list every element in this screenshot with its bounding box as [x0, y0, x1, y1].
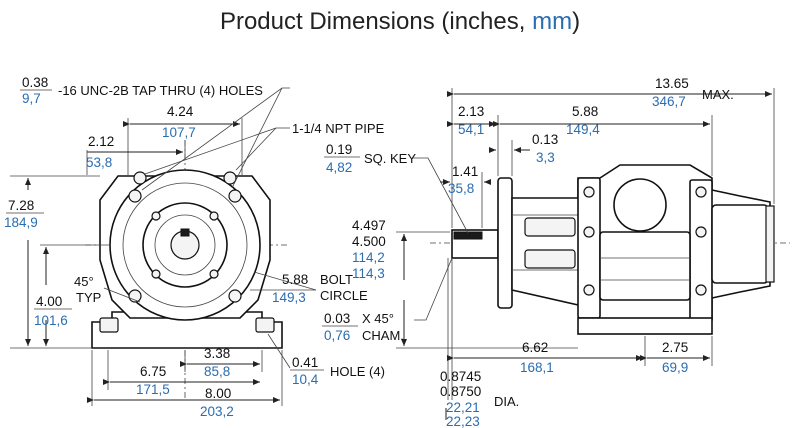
npt-label: 1-1/4 NPT PIPE [292, 121, 385, 136]
d675-in: 6.75 [140, 364, 166, 379]
side-port [613, 178, 667, 232]
bolt-in: 5.88 [282, 272, 308, 287]
d800-mm: 203,2 [200, 404, 234, 419]
mount-flange [497, 177, 513, 309]
d662-in: 6.62 [522, 340, 548, 355]
d588-mm: 149,4 [566, 122, 600, 137]
foot-hole-left [99, 317, 119, 333]
d275-mm: 69,9 [662, 360, 688, 375]
page-title: Product Dimensions (inches, mm) [219, 8, 581, 35]
d662-mm: 168,1 [520, 360, 554, 375]
shaft-in-1: 4.497 [352, 218, 386, 233]
d275-in: 2.75 [662, 340, 688, 355]
bolt-hole-4 [228, 289, 242, 303]
dia-mm-1: 22,21 [446, 400, 480, 415]
max-in: 13.65 [655, 76, 689, 91]
d338-in: 3.38 [204, 346, 230, 361]
d400-mm: 101,6 [34, 313, 68, 328]
bolt-hole-2 [228, 189, 242, 203]
d213-in: 2.13 [458, 104, 484, 119]
d212-in: 2.12 [88, 134, 114, 149]
key-label: SQ. KEY [364, 151, 416, 166]
d213-mm: 54,1 [458, 122, 484, 137]
title-mm: mm [532, 8, 573, 35]
tap-in: 0.38 [22, 75, 48, 90]
cham-mm: 0,76 [324, 328, 350, 343]
cham-in: 0.03 [324, 311, 350, 326]
d728-in: 7.28 [8, 198, 34, 213]
d013-mm: 3,3 [536, 150, 555, 165]
key-mm: 4,82 [326, 160, 352, 175]
d013-in: 0.13 [532, 132, 558, 147]
max-label: MAX. [702, 87, 734, 102]
d800-in: 8.00 [205, 386, 231, 401]
side-base [577, 317, 713, 335]
d424-mm: 107,7 [162, 125, 196, 140]
key-in: 0.19 [326, 142, 352, 157]
typ-label: TYP [76, 290, 101, 305]
d212-mm: 53,8 [86, 155, 112, 170]
max-mm: 346,7 [652, 94, 686, 109]
d728-mm: 184,9 [4, 215, 38, 230]
dia-label: DIA. [494, 394, 519, 409]
bolt-label-2: CIRCLE [320, 288, 368, 303]
front-view: 0.38 9,7 -16 UNC-2B TAP THRU (4) HOLES 4… [4, 75, 385, 419]
d400-in: 4.00 [36, 294, 62, 309]
d338-mm: 85,8 [204, 364, 230, 379]
shaft-mm-1: 114,2 [352, 250, 385, 265]
typ-angle: 45° [74, 274, 94, 289]
bolt-label-1: BOLT [320, 272, 353, 287]
shaft-key [453, 231, 483, 240]
bolt-hole-1 [128, 189, 142, 203]
cham-angle: X 45° [362, 311, 394, 326]
d675-mm: 171,5 [136, 382, 170, 397]
dia-in-1: 0.8745 [440, 369, 481, 384]
bolt-mm: 149,3 [272, 290, 306, 305]
cham-label: CHAM. [362, 328, 404, 343]
d141-mm: 35,8 [448, 181, 474, 196]
tap-mm: 9,7 [22, 91, 41, 106]
tap-label: -16 UNC-2B TAP THRU (4) HOLES [58, 83, 263, 98]
d141-in: 1.41 [452, 164, 478, 179]
shaft-mm-2: 114,3 [352, 266, 385, 281]
dia-in-2: 0.8750 [440, 384, 481, 399]
hole-in: 0.41 [292, 355, 318, 370]
d424-in: 4.24 [167, 104, 194, 119]
side-view: 13.65 346,7 MAX. 2.13 54,1 5.88 149,4 0.… [322, 76, 790, 428]
foot-hole-right [255, 317, 275, 333]
d588-in: 5.88 [572, 104, 598, 119]
shaft-in-2: 4.500 [352, 234, 386, 249]
hole-label: HOLE (4) [330, 364, 385, 379]
dia-mm-2: 22,23 [446, 414, 480, 428]
hole-mm: 10,4 [292, 372, 319, 387]
